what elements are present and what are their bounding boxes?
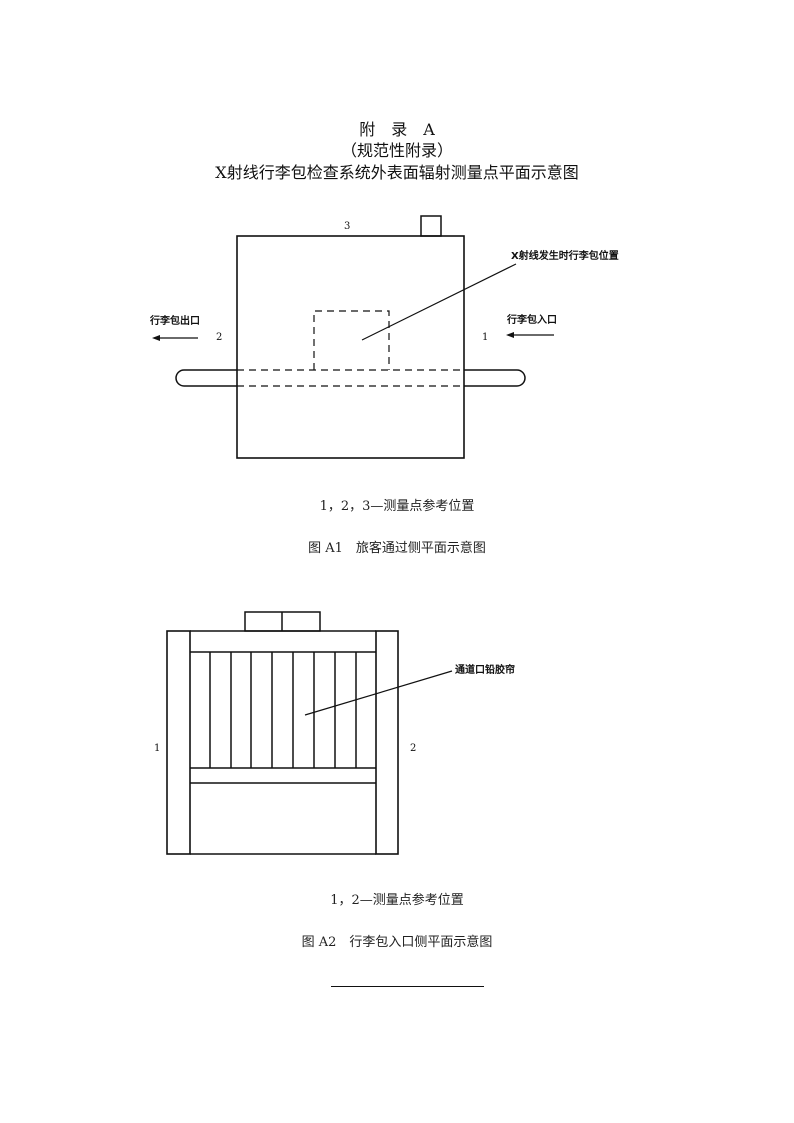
a2-left-pillar: [166, 630, 191, 855]
a2-point-2: 2: [410, 743, 416, 754]
end-rule: [331, 986, 484, 987]
a2-curtain-label: 通道口铅胶帘: [455, 663, 515, 676]
a1-caption: 图 A1 旅客通过侧平面示意图: [308, 541, 486, 556]
figure-a2-diagram: 通道口铅胶帘 1 2: [154, 611, 515, 855]
figure-a1-diagram: 3 2 1 X射线发生时行李包位置 行李包出口 行李包入口: [149, 215, 619, 459]
appendix-nature: （规范性附录）: [340, 141, 453, 160]
a1-conveyor-right: [464, 369, 526, 387]
a1-point-3: 3: [344, 221, 350, 232]
a1-exit-arrow-head: [152, 335, 160, 341]
a2-leader-line: [304, 670, 453, 716]
a1-top-box: [420, 215, 442, 237]
a1-legend: 1，2，3—测量点参考位置: [319, 499, 475, 514]
a1-point-1: 1: [482, 332, 488, 343]
appendix-title: X射线行李包检查系统外表面辐射测量点平面示意图: [215, 163, 579, 182]
a1-leader-line: [361, 263, 517, 341]
a2-legend: 1，2—测量点参考位置: [330, 893, 464, 908]
a1-xray-label: X射线发生时行李包位置: [511, 249, 619, 262]
a1-entrance-label: 行李包入口: [506, 313, 557, 326]
a1-cabinet-outline: [236, 235, 465, 459]
a1-entrance-arrow-head: [506, 332, 514, 338]
a2-point-1: 1: [154, 743, 160, 754]
a2-caption: 图 A2 行李包入口侧平面示意图: [301, 935, 493, 950]
appendix-heading: 附 录 A: [359, 120, 435, 139]
a1-exit-label: 行李包出口: [149, 314, 200, 327]
a1-point-2: 2: [216, 332, 222, 343]
a1-luggage-position: [313, 310, 390, 370]
a1-conveyor-left: [175, 369, 237, 387]
a2-curtain-strips: [209, 652, 357, 768]
a2-right-pillar: [375, 630, 399, 855]
